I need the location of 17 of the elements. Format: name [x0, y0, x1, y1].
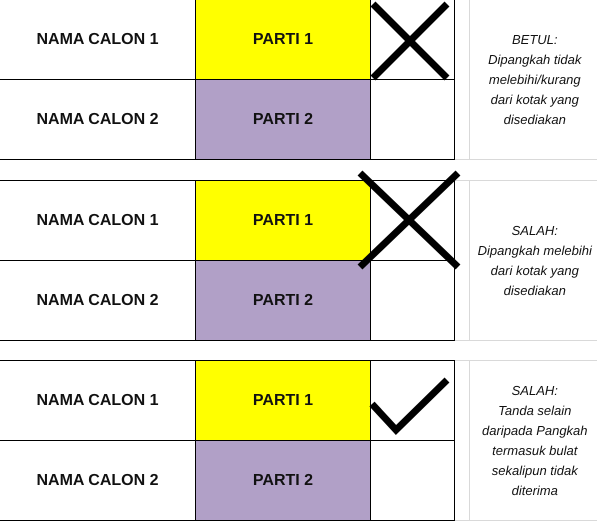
- party-name-cell: PARTI 1: [195, 0, 371, 80]
- note-panel: [455, 0, 597, 160]
- party-name-cell: PARTI 2: [195, 79, 371, 160]
- party-name-cell: PARTI 1: [195, 180, 371, 261]
- party-name-cell: PARTI 2: [195, 440, 371, 521]
- vote-box: [370, 440, 455, 521]
- note-heading: SALAH:: [512, 382, 558, 400]
- note-heading: BETUL:: [512, 30, 558, 48]
- note-panel: [455, 360, 597, 521]
- note-text: Dipangkah melebihi dari kotak yang disediakan: [476, 242, 593, 300]
- party-name-cell: PARTI 2: [195, 260, 371, 341]
- party-name-cell: PARTI 1: [195, 360, 371, 441]
- note-text: Dipangkah tidak melebihi/kurang dari kotak yang disediakan: [487, 50, 583, 128]
- note-heading: SALAH:: [512, 222, 558, 240]
- note-text: Tanda selain daripada Pangkah termasuk bulat sekalipun tidak diterima: [480, 402, 589, 500]
- note-panel: [455, 180, 597, 341]
- vote-box: [370, 79, 455, 160]
